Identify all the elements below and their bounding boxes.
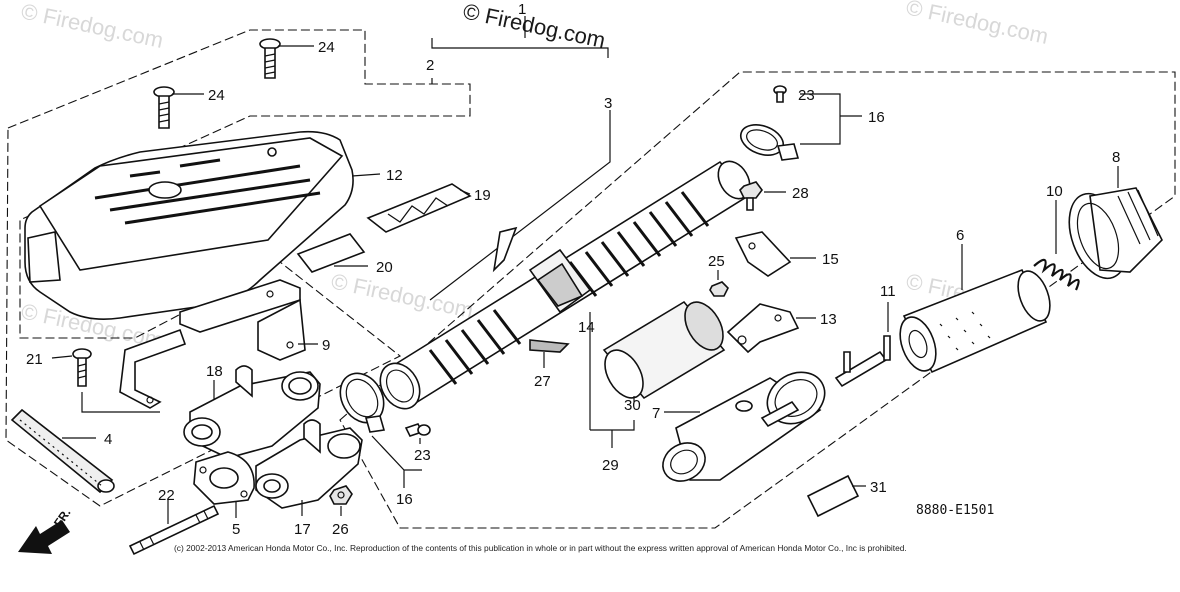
clamp-16-lower — [339, 372, 386, 433]
callout-17: 17 — [294, 521, 311, 538]
callout-24-upper: 24 — [318, 39, 335, 56]
watermark: © Firedog.com — [904, 0, 1051, 49]
leader — [800, 93, 841, 145]
joint-17 — [255, 419, 363, 509]
callout-16-upper: 16 — [868, 109, 885, 126]
cover-group-outline — [5, 29, 471, 507]
intake-pipe-30 — [602, 300, 726, 400]
sleeve-14 — [528, 248, 592, 314]
clamp-16-upper — [739, 124, 800, 161]
callout-11: 11 — [880, 283, 896, 300]
callout-21: 21 — [26, 351, 43, 368]
callout-7: 7 — [652, 405, 660, 422]
sticker-31 — [806, 474, 860, 518]
watermark: © Firedog.com — [19, 0, 166, 53]
front-arrow — [18, 520, 70, 554]
bolt-24b — [153, 86, 175, 129]
callout-3: 3 — [604, 95, 612, 112]
sticker-20 — [296, 233, 366, 273]
cleaner-group-outline — [339, 71, 1176, 529]
callout-23-upper: 23 — [798, 87, 815, 104]
callout-1: 1 — [518, 1, 526, 18]
cleaner-cap-8 — [1068, 187, 1163, 280]
spring-10 — [1033, 258, 1080, 291]
callout-20: 20 — [376, 259, 393, 276]
watermark: © Firedog.com — [329, 268, 476, 323]
callout-5: 5 — [232, 521, 240, 538]
leader — [429, 110, 611, 301]
callout-18: 18 — [206, 363, 223, 380]
callout-26: 26 — [332, 521, 349, 538]
band-27 — [492, 226, 570, 353]
leader — [459, 189, 471, 195]
callout-24-lower: 24 — [208, 87, 225, 104]
copyright-notice: (c) 2002-2013 American Honda Motor Co., … — [174, 543, 907, 553]
joint-18 — [183, 365, 321, 459]
callout-29: 29 — [602, 457, 619, 474]
bolt-24a — [259, 38, 281, 79]
callout-14: 14 — [578, 319, 595, 336]
arrow-down-left-icon — [18, 520, 70, 554]
screw-23-lower — [404, 423, 431, 437]
cleaner-case-7 — [662, 371, 826, 482]
callout-30: 30 — [624, 397, 641, 414]
leader — [81, 392, 160, 413]
callout-12: 12 — [386, 167, 403, 184]
callout-13: 13 — [820, 311, 837, 328]
bracket-15 — [734, 231, 792, 277]
nut-26 — [329, 485, 353, 505]
callout-6: 6 — [956, 227, 964, 244]
leader — [51, 355, 73, 359]
watermark-top: © Firedog.com — [461, 0, 608, 53]
label-plate-19 — [366, 183, 472, 233]
callout-31: 31 — [870, 479, 887, 496]
filter-element-6 — [899, 268, 1051, 374]
callout-16-lower: 16 — [396, 491, 413, 508]
bracket-13 — [726, 303, 800, 354]
screw-23-upper — [773, 85, 787, 103]
gasket-5 — [193, 451, 255, 505]
callout-25: 25 — [708, 253, 725, 270]
foam-tube-4 — [10, 408, 115, 494]
callout-8: 8 — [1112, 149, 1120, 166]
leader — [431, 38, 609, 58]
callout-15: 15 — [822, 251, 839, 268]
bolt-11 — [834, 335, 891, 388]
leader — [590, 420, 635, 431]
leader — [351, 173, 381, 177]
callout-4: 4 — [104, 431, 112, 448]
bolt-21 — [72, 348, 92, 387]
diagram-code: 8880-E1501 — [916, 503, 994, 518]
bracket-9 — [119, 279, 306, 409]
nut-25 — [709, 281, 729, 297]
engine-cover — [24, 130, 354, 320]
callout-9: 9 — [322, 337, 330, 354]
callout-27: 27 — [534, 373, 551, 390]
bolt-28 — [739, 181, 763, 211]
stud-22 — [128, 504, 220, 556]
callout-10: 10 — [1046, 183, 1063, 200]
callout-2: 2 — [426, 57, 434, 74]
callout-28: 28 — [792, 185, 809, 202]
callout-23-lower: 23 — [414, 447, 431, 464]
callout-19: 19 — [474, 187, 491, 204]
callout-22: 22 — [158, 487, 175, 504]
